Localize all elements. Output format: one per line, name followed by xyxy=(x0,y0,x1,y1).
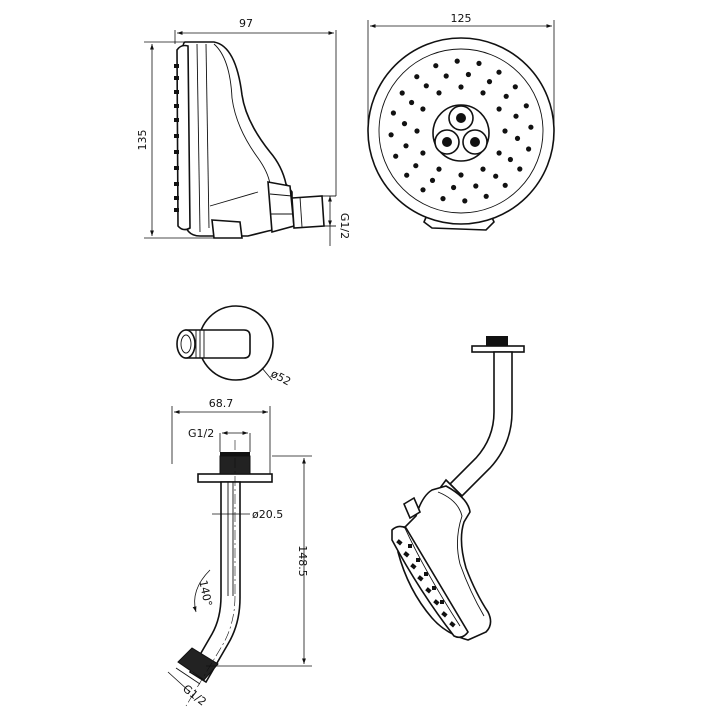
nozzle-dot xyxy=(502,182,508,188)
nozzle-dot xyxy=(523,103,529,109)
nozzle-dot xyxy=(496,150,502,156)
side-height-label: 135 xyxy=(136,130,149,151)
nozzle-dot xyxy=(454,58,460,64)
nozzle-dot xyxy=(496,106,502,112)
nozzle-dot xyxy=(480,90,486,96)
nozzle-dot xyxy=(458,84,464,90)
nozzle-dot xyxy=(451,184,457,191)
nozzle-dot xyxy=(526,146,532,152)
nozzle-dot xyxy=(440,196,446,202)
arm-top-thread-label: G1/2 xyxy=(188,427,214,440)
shower-arm-view: 68.7 G1/2 ø20.5 148.5 140° G1/2 xyxy=(167,397,312,709)
front-diameter-label: 125 xyxy=(451,12,472,25)
nozzle-dot xyxy=(413,163,419,169)
nozzle-dot xyxy=(401,121,408,127)
nozzle-dot xyxy=(403,143,409,149)
flange-diameter-label: ø52 xyxy=(269,367,293,388)
nozzle-dot xyxy=(420,187,426,193)
nozzle-dot xyxy=(512,84,518,90)
nozzle-dot xyxy=(502,128,508,134)
nozzle-dot xyxy=(476,60,482,66)
side-width-label: 97 xyxy=(239,17,253,30)
nozzle-dot xyxy=(429,177,436,183)
arm-bottom-thread-label: G1/2 xyxy=(180,682,209,708)
nozzle-dot xyxy=(404,172,410,178)
assembly-view xyxy=(391,336,525,641)
nozzle-dot xyxy=(436,166,442,172)
nozzle-dot xyxy=(414,128,420,134)
nozzle-dot xyxy=(409,99,415,106)
nozzle-dot xyxy=(462,198,468,204)
nozzle-dot xyxy=(390,110,396,116)
nozzle-dot xyxy=(420,106,426,112)
nozzle-dot xyxy=(388,132,394,138)
arm-bend-label: 140° xyxy=(196,579,214,608)
arm-width-label: 68.7 xyxy=(209,397,234,410)
arm-height-label: 148.5 xyxy=(296,545,309,577)
front-view: 125 xyxy=(367,12,555,231)
nozzle-dot xyxy=(433,63,439,69)
nozzle-dot xyxy=(507,156,513,163)
center-jets xyxy=(432,104,490,162)
assembly-nozzles xyxy=(396,539,456,628)
nozzle-dot xyxy=(513,113,519,119)
side-view: 97 135 G1/2 xyxy=(136,17,351,246)
nozzle-dot xyxy=(493,173,499,179)
nozzle-dot xyxy=(443,73,449,79)
nozzle-dot xyxy=(528,124,534,130)
nozzle-dot xyxy=(458,172,464,178)
nozzle-dot xyxy=(414,74,420,80)
nozzle-dot xyxy=(496,69,502,75)
nozzle-dot xyxy=(503,93,509,99)
nozzle-dot xyxy=(436,90,442,96)
nozzle-dot xyxy=(486,79,493,85)
arm-pipe-diameter-label: ø20.5 xyxy=(252,508,283,521)
spray-nozzles xyxy=(388,58,534,204)
wall-flange-view: ø52 xyxy=(176,305,293,388)
nozzle-dot xyxy=(480,166,486,172)
nozzle-dot xyxy=(514,135,521,141)
side-thread-label: G1/2 xyxy=(338,213,351,239)
nozzle-dot xyxy=(465,71,471,78)
nozzle-dot xyxy=(423,83,429,89)
nozzle-dot xyxy=(399,90,405,96)
nozzle-dot xyxy=(517,166,523,172)
nozzle-dot xyxy=(420,150,426,156)
nozzle-dot xyxy=(483,193,489,199)
side-nozzles xyxy=(174,64,179,212)
nozzle-dot xyxy=(473,183,479,189)
nozzle-dot xyxy=(393,153,399,159)
